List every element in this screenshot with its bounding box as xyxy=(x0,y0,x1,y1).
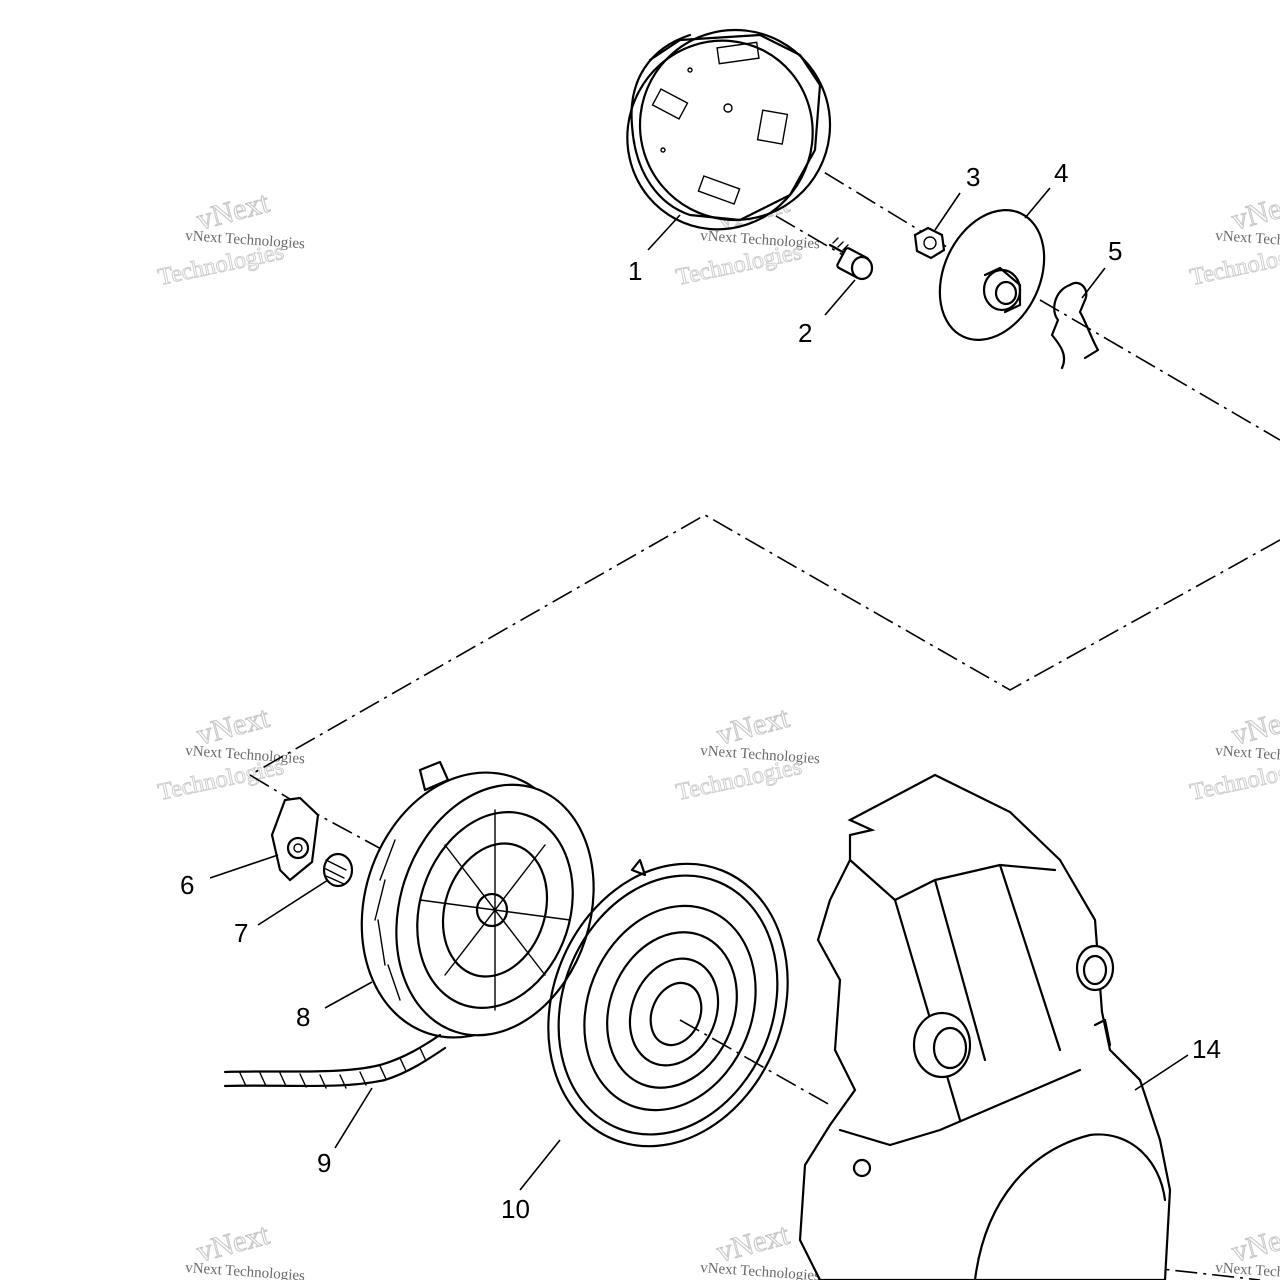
part-nut xyxy=(913,226,946,260)
watermark-bottom-left: vNext vNext Technologies xyxy=(185,1217,306,1284)
watermark-text: Technologies xyxy=(156,754,286,806)
part-retaining-clip xyxy=(1050,281,1100,370)
part-starter-housing xyxy=(798,773,1172,1282)
part-pawl-spring xyxy=(322,852,354,888)
leader-14 xyxy=(1134,1054,1189,1091)
callout-2: 2 xyxy=(798,318,812,348)
axis-line xyxy=(1039,299,1280,441)
leader-9 xyxy=(334,1087,373,1149)
callout-8: 8 xyxy=(296,1002,310,1032)
callout-3: 3 xyxy=(966,162,980,192)
watermark-text: Technologies xyxy=(156,239,286,291)
callout-6: 6 xyxy=(180,870,194,900)
watermark-top-right: vNext vNext Technologies Technologies xyxy=(1187,185,1280,291)
leader-7 xyxy=(257,879,329,926)
watermark-mid-center: vNext vNext Technologies Technologies xyxy=(673,700,820,806)
watermark-text: vNext Technologies xyxy=(1215,1260,1280,1280)
watermark-mid-right: vNext vNext Technologies Technologies xyxy=(1187,700,1280,806)
part-recoil-spring xyxy=(547,858,789,1148)
part-pawl xyxy=(270,796,320,882)
callout-7: 7 xyxy=(234,918,248,948)
axis-line xyxy=(249,514,1280,776)
callout-5: 5 xyxy=(1108,236,1122,266)
watermark-bottom-right: vNext vNext Technologies xyxy=(1215,1217,1280,1284)
watermark-top-left: vNext vNext Technologies Technologies xyxy=(155,185,305,291)
leader-1 xyxy=(647,214,681,251)
callout-10: 10 xyxy=(501,1194,530,1224)
leader-2 xyxy=(824,279,856,316)
callout-4: 4 xyxy=(1054,158,1068,188)
watermark-text: vNext Technologies xyxy=(700,1260,821,1280)
leader-lines xyxy=(209,187,1189,1191)
part-bolt xyxy=(828,237,874,281)
leader-6 xyxy=(209,854,279,879)
leader-4 xyxy=(1024,187,1051,219)
leader-8 xyxy=(324,981,373,1009)
part-starter-rope xyxy=(223,1033,447,1089)
part-rope-pulley xyxy=(360,760,595,1039)
watermark-mid-left: vNext vNext Technologies Technologies xyxy=(155,700,305,806)
axis-line xyxy=(679,1019,831,1106)
callout-labels: 1 2 3 4 5 6 7 8 9 10 14 xyxy=(180,158,1221,1224)
part-ratchet-plate xyxy=(938,209,1046,341)
callout-1: 1 xyxy=(628,256,642,286)
callout-14: 14 xyxy=(1192,1034,1221,1064)
leader-10 xyxy=(519,1139,561,1191)
leader-3 xyxy=(934,192,961,231)
leader-5 xyxy=(1081,267,1106,299)
watermark-text: vNext Technologies xyxy=(185,1260,306,1280)
callout-9: 9 xyxy=(317,1148,331,1178)
